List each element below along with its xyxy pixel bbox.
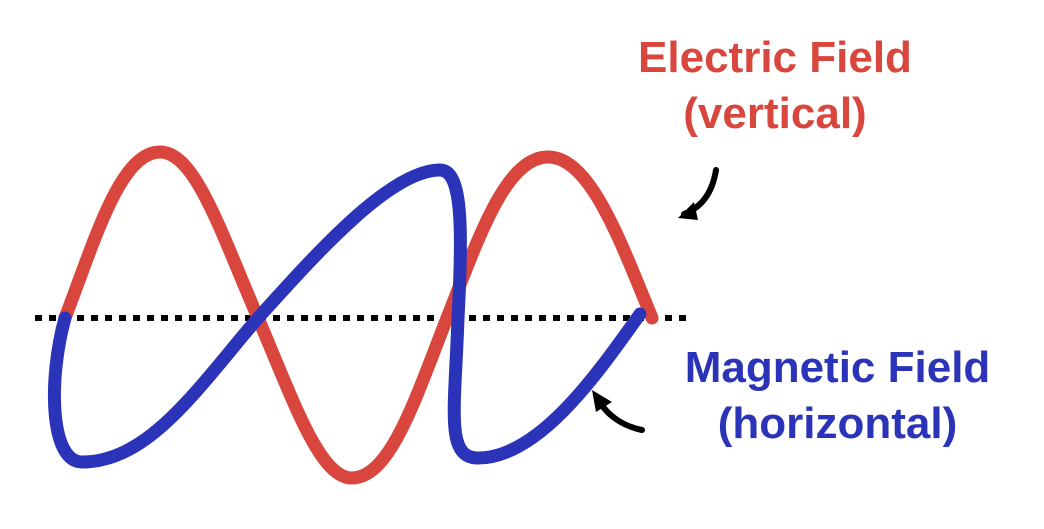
electric-field-arrow — [678, 167, 719, 220]
electric-field-title: Electric Field — [638, 33, 912, 82]
electric-field-label: Electric Field (vertical) — [600, 30, 950, 142]
electric-field-wave — [58, 145, 659, 485]
magnetic-field-subtitle: (horizontal) — [717, 399, 958, 448]
magnetic-field-title: Magnetic Field — [684, 343, 991, 392]
magnetic-field-label: Magnetic Field (horizontal) — [645, 340, 1030, 452]
electric-field-subtitle: (vertical) — [683, 89, 867, 138]
magnetic-field-wave — [47, 163, 647, 469]
magnetic-field-arrow — [592, 390, 645, 433]
